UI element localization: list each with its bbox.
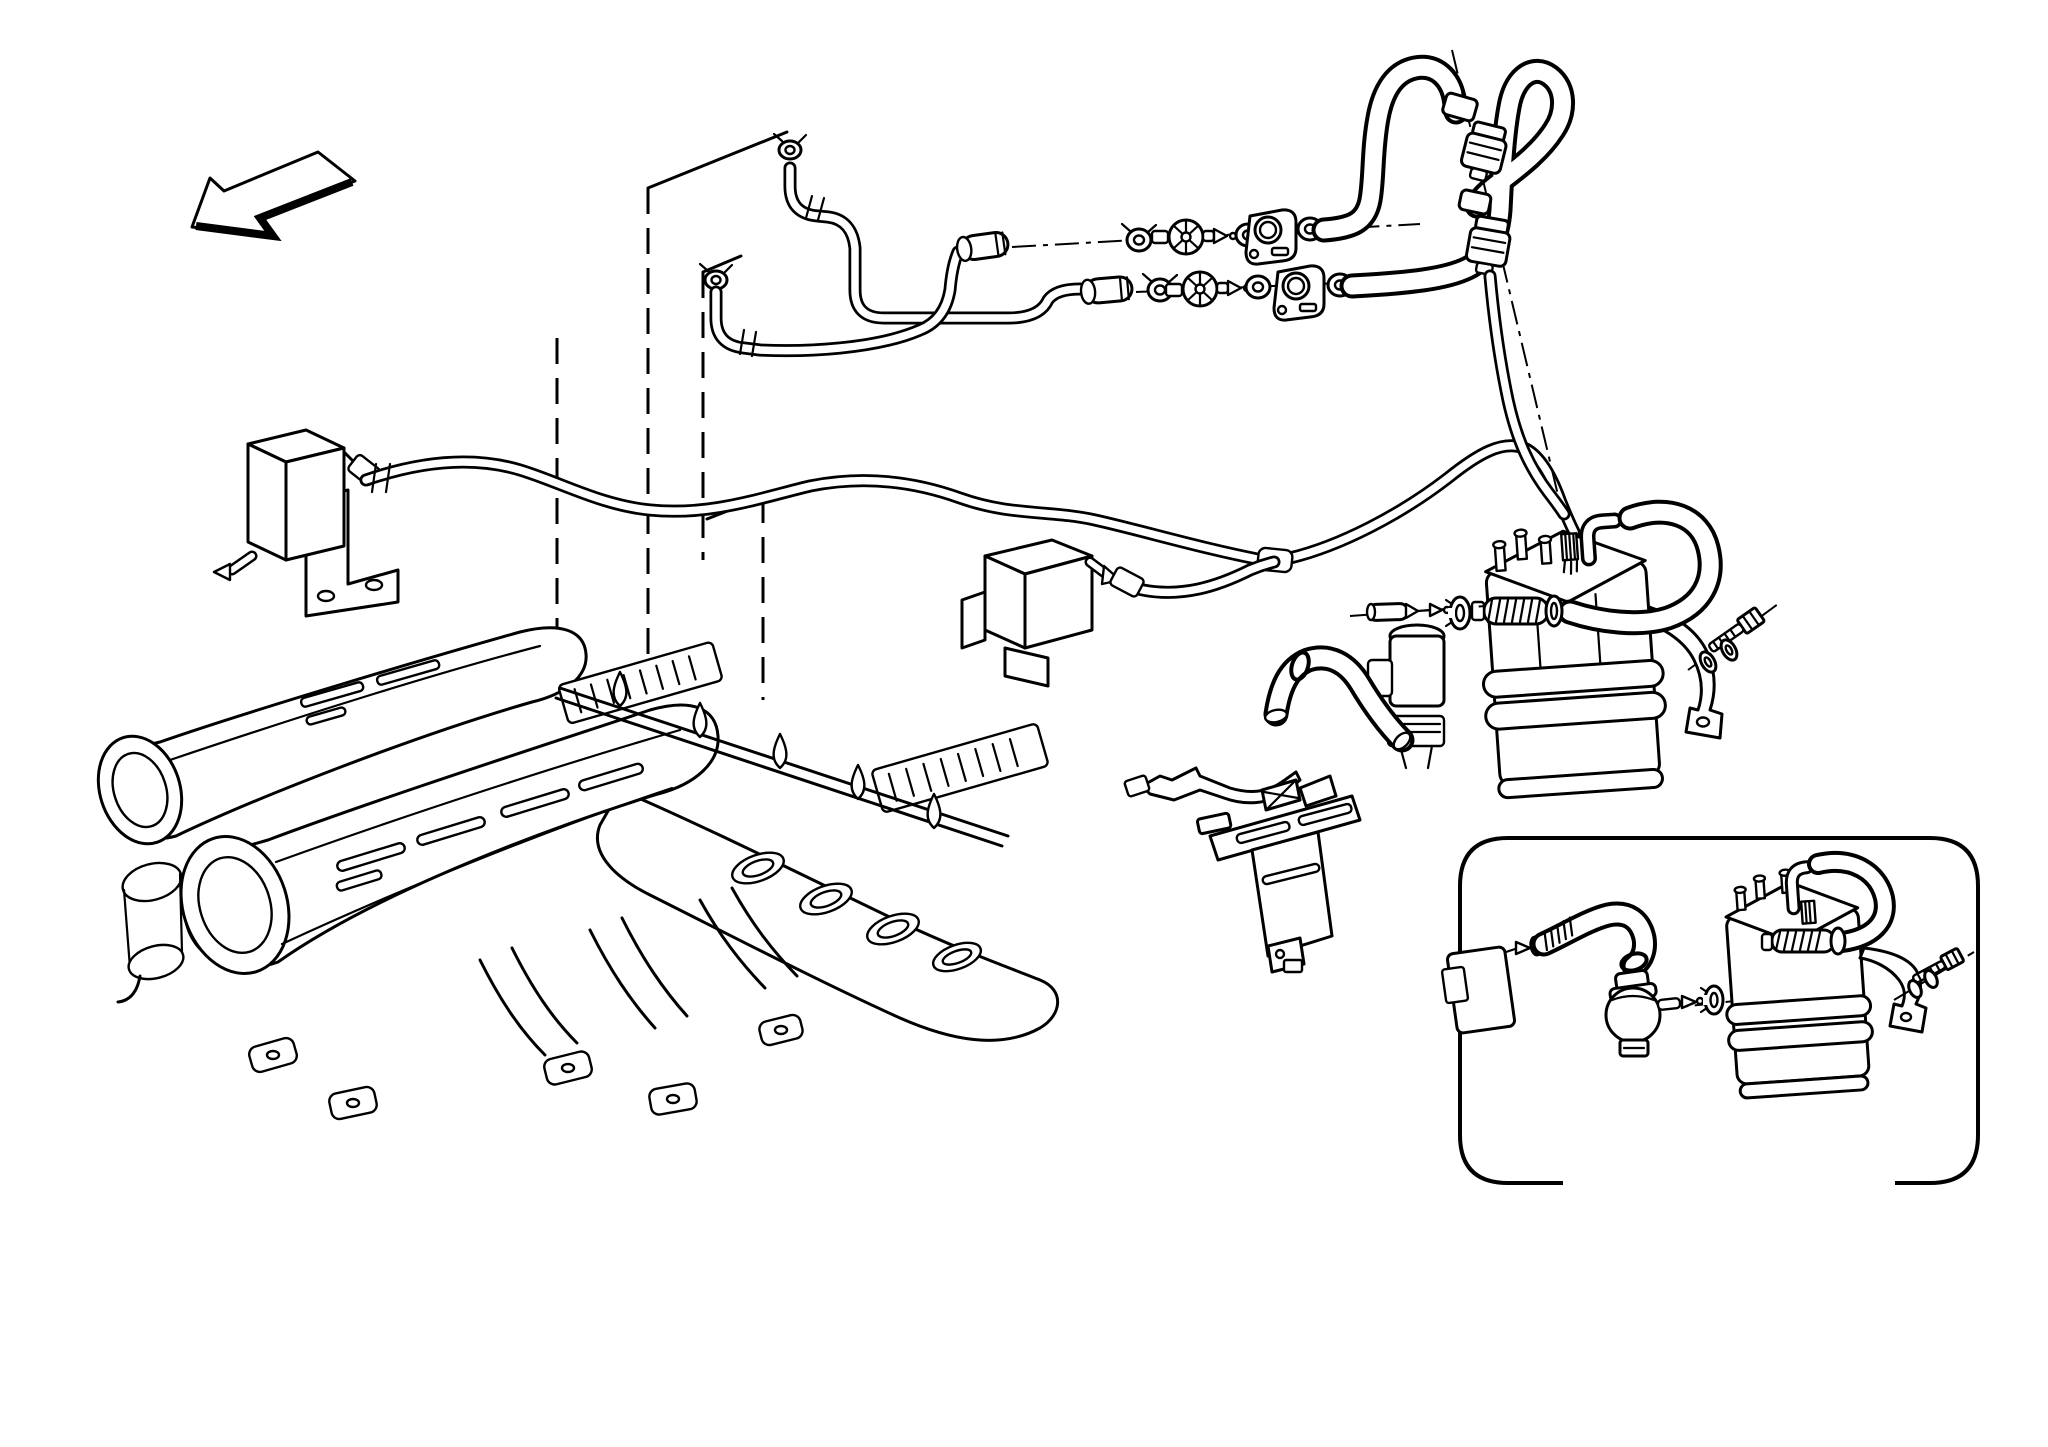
- connector-axis: [1451, 49, 1563, 513]
- inset-strap: [1858, 946, 1975, 1034]
- connector-17: [1441, 91, 1508, 182]
- breather-tube: [1470, 594, 1564, 628]
- inset-hose-10: [1531, 901, 1657, 979]
- connector-16: [1457, 188, 1571, 521]
- canister-assembly: [1470, 499, 1779, 800]
- pipe-14: [772, 132, 1087, 325]
- intake-manifold: [96, 626, 1060, 1121]
- inset-breather-tube: [1760, 926, 1847, 956]
- inset-box: [1440, 836, 1980, 1185]
- hose-loop-16: [1339, 58, 1576, 299]
- hose-loop-17: [1311, 54, 1469, 243]
- washers: [1698, 638, 1739, 674]
- vent-hose-22: [1263, 645, 1415, 753]
- bracket-2: [1208, 774, 1362, 974]
- clip-12: [1444, 595, 1472, 631]
- inset-clip-12: [1699, 984, 1725, 1016]
- vapor-pipe-13: [359, 439, 1581, 574]
- carbon-canister: [1482, 512, 1667, 800]
- bracket-4: [1123, 766, 1302, 836]
- cut-plane-lines: [555, 130, 789, 700]
- pipe-15: [698, 245, 965, 358]
- strap-bolt: [1708, 606, 1766, 653]
- inset-hose-9: [1807, 850, 1896, 953]
- solenoid-box-left: [212, 428, 400, 618]
- inset-pump-8: [1604, 969, 1763, 1058]
- direction-arrow-icon: [190, 150, 357, 242]
- purge-hose-21: [1557, 499, 1723, 636]
- inset-filter: [1440, 935, 1543, 1035]
- inset-canister: [1724, 860, 1874, 1100]
- valve-row-1: [955, 208, 1421, 266]
- ecu-box: [960, 538, 1281, 688]
